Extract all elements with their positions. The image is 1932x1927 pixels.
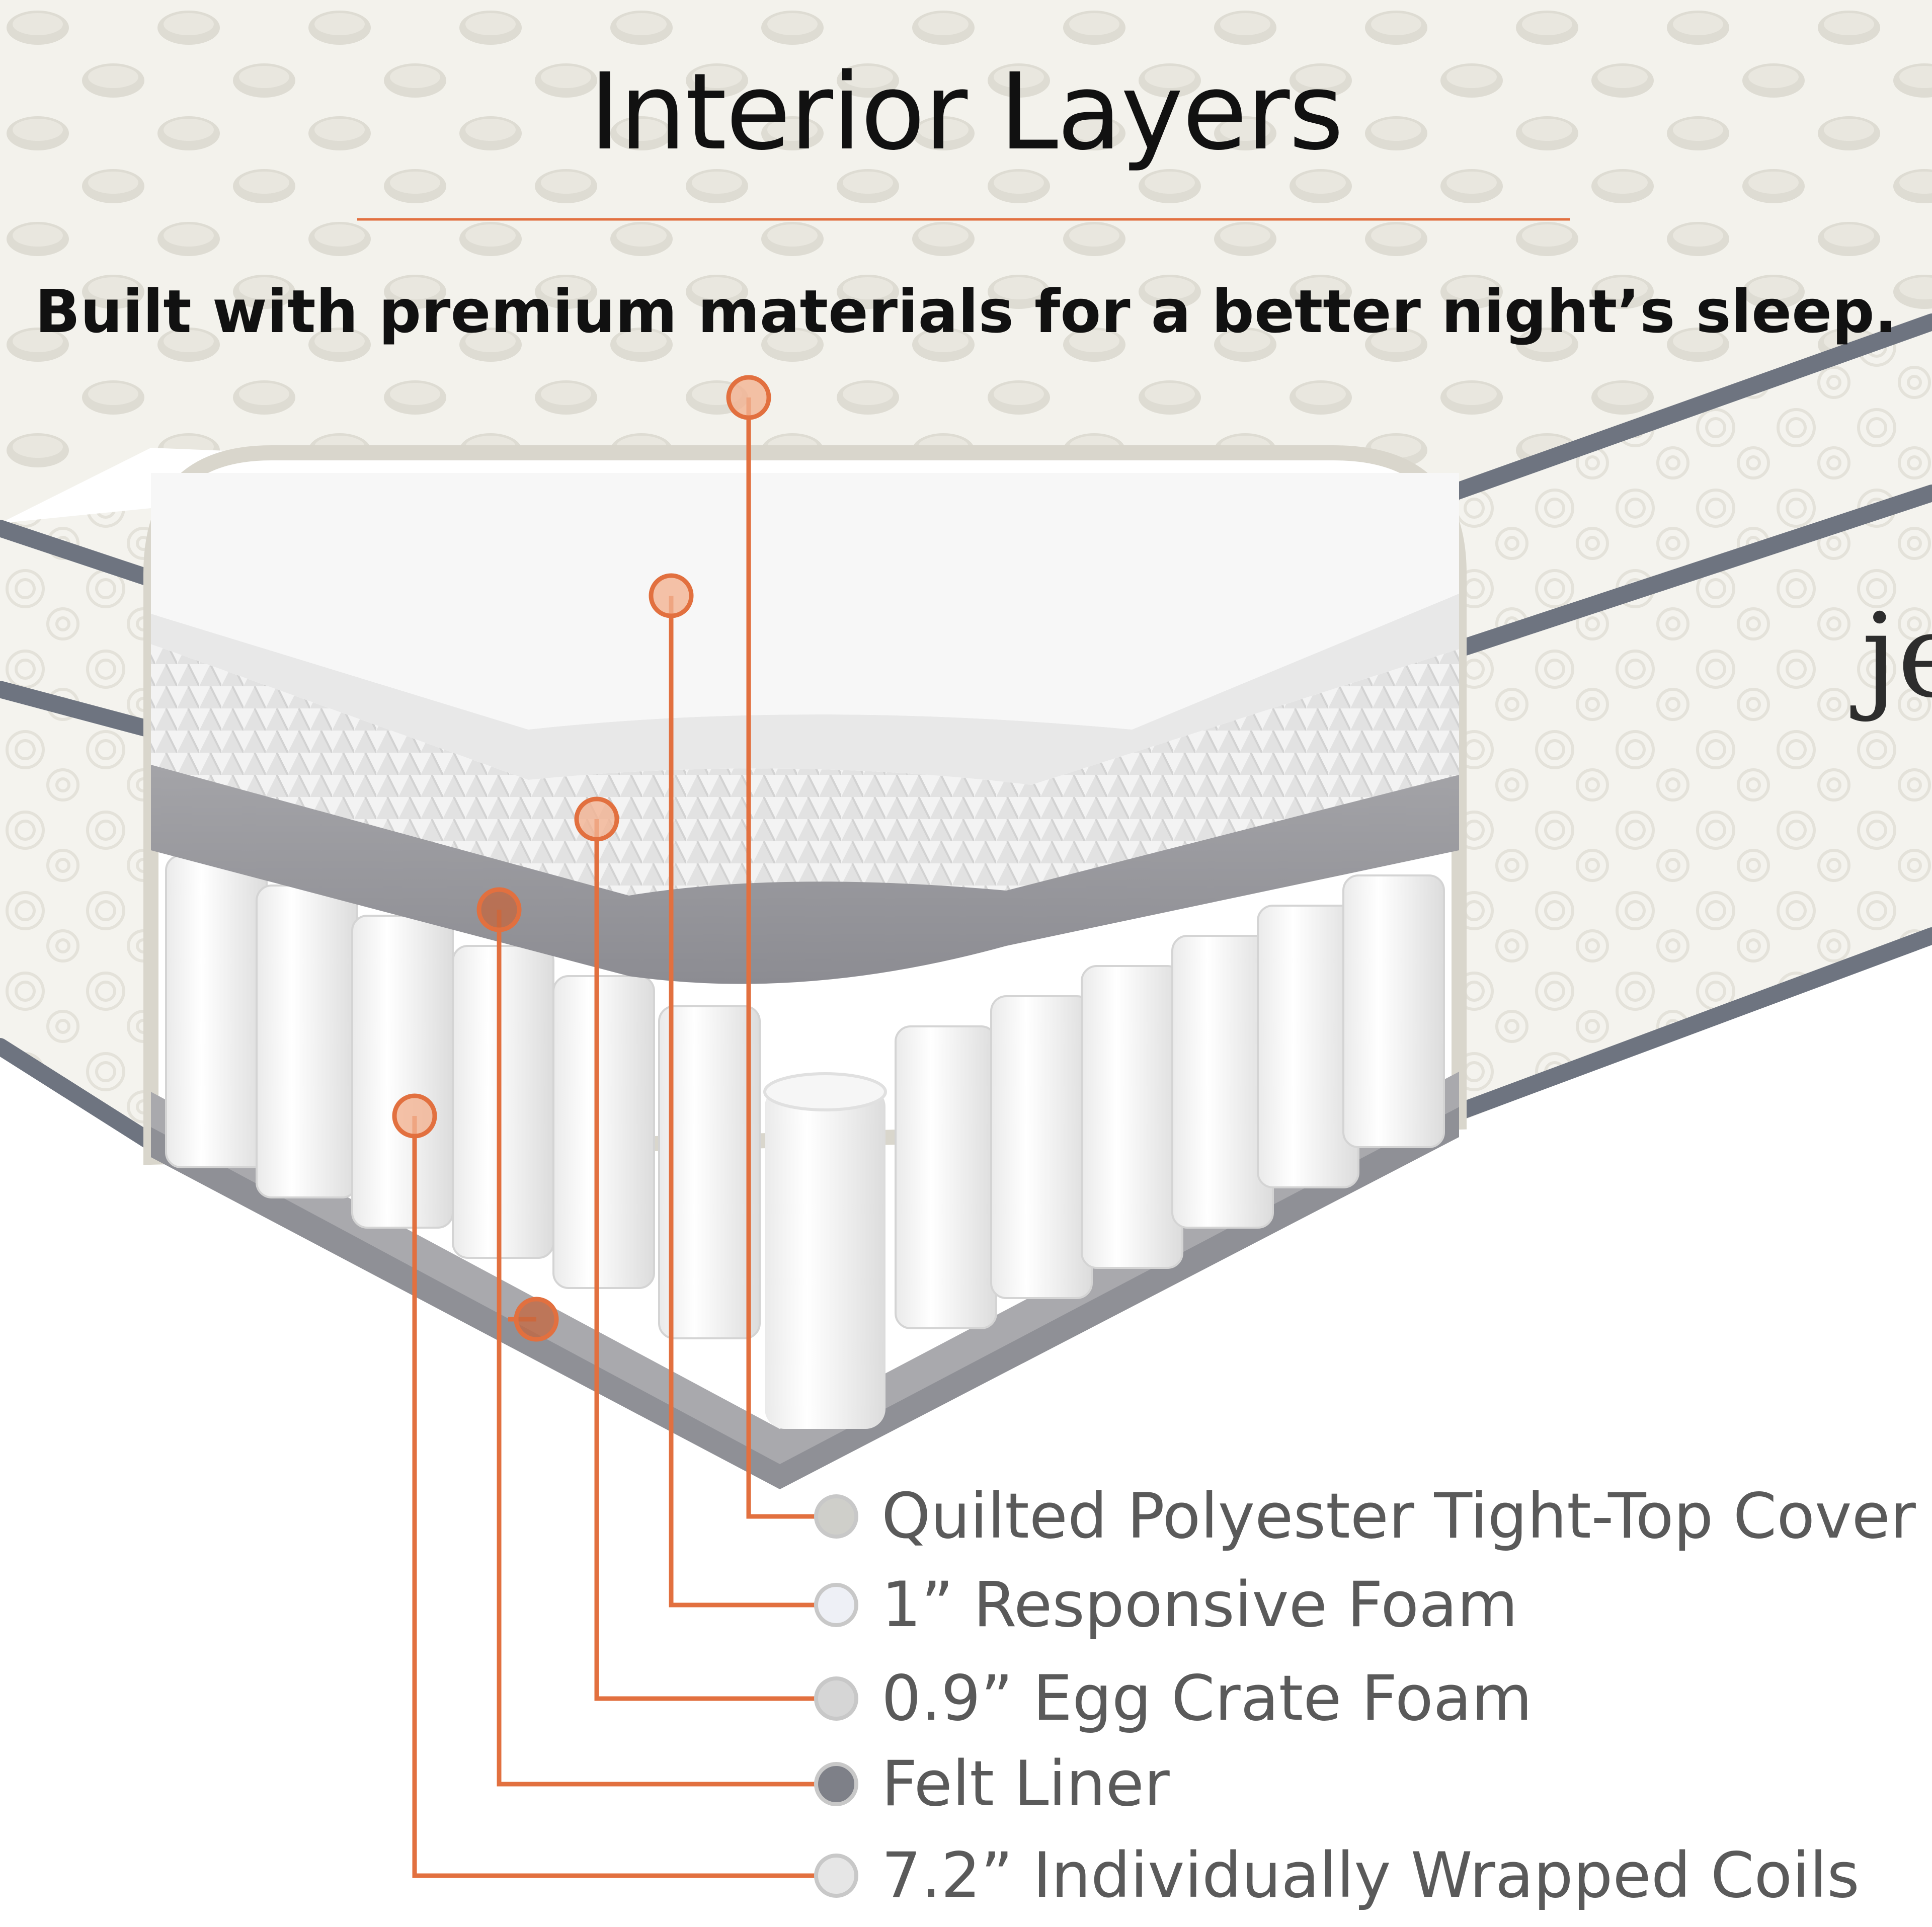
legend-label-felt: Felt Liner <box>881 1748 1170 1820</box>
mattress-piping <box>0 313 1932 1151</box>
marker-dots <box>392 375 771 1342</box>
coil <box>1342 874 1445 1148</box>
coil-rows <box>165 854 1445 1339</box>
front-coil <box>763 1072 887 1429</box>
mattress-left-side <box>0 508 151 1152</box>
coil <box>552 975 655 1289</box>
marker-dot-coils <box>392 1093 437 1139</box>
brand-logo-fragment: je <box>1862 589 1932 724</box>
coil <box>165 854 268 1168</box>
marker-dot-responsive-foam <box>649 573 694 618</box>
leader-line-coils <box>412 1116 820 1878</box>
legend-label-responsive-foam: 1” Responsive Foam <box>881 1569 1518 1641</box>
leader-line-cover <box>746 397 820 1519</box>
felt-liner <box>151 765 1459 984</box>
coil <box>1081 965 1183 1269</box>
legend-swatches <box>814 1494 858 1898</box>
responsive-foam <box>151 594 1459 785</box>
coil <box>990 995 1093 1299</box>
coil <box>452 945 554 1259</box>
leader-line-responsive-foam <box>669 596 820 1608</box>
marker-dot-cover <box>726 375 771 420</box>
legend-swatch-coils <box>814 1854 858 1898</box>
mattress-right-side <box>1424 322 1932 1122</box>
legend-swatch-responsive-foam <box>814 1583 858 1627</box>
mattress-top-surface <box>0 0 1932 523</box>
legend-label-cover: Quilted Polyester Tight-Top Cover <box>881 1480 1916 1553</box>
coil <box>658 1005 761 1339</box>
leader-lines <box>412 397 820 1878</box>
page-title: Interior Layers <box>589 50 1344 174</box>
legend-swatch-felt <box>814 1762 858 1806</box>
coil <box>351 915 454 1229</box>
coil <box>256 885 358 1198</box>
marker-dot-egg-crate <box>574 796 619 842</box>
legend-swatch-cover <box>814 1494 858 1539</box>
leader-line-egg-crate <box>594 819 820 1701</box>
marker-dot-felt <box>476 887 522 932</box>
marker-dot-base <box>514 1297 559 1342</box>
egg-crate-foam <box>151 644 1459 896</box>
leader-line-felt <box>497 910 820 1787</box>
quilted-cover-top <box>151 473 1459 730</box>
coil <box>895 1025 997 1329</box>
page-subtitle: Built with premium materials for a bette… <box>35 277 1897 346</box>
legend-swatch-egg-crate <box>814 1676 858 1721</box>
legend-label-coils: 7.2” Individually Wrapped Coils <box>881 1839 1860 1912</box>
legend-label-egg-crate: 0.9” Egg Crate Foam <box>881 1662 1533 1735</box>
